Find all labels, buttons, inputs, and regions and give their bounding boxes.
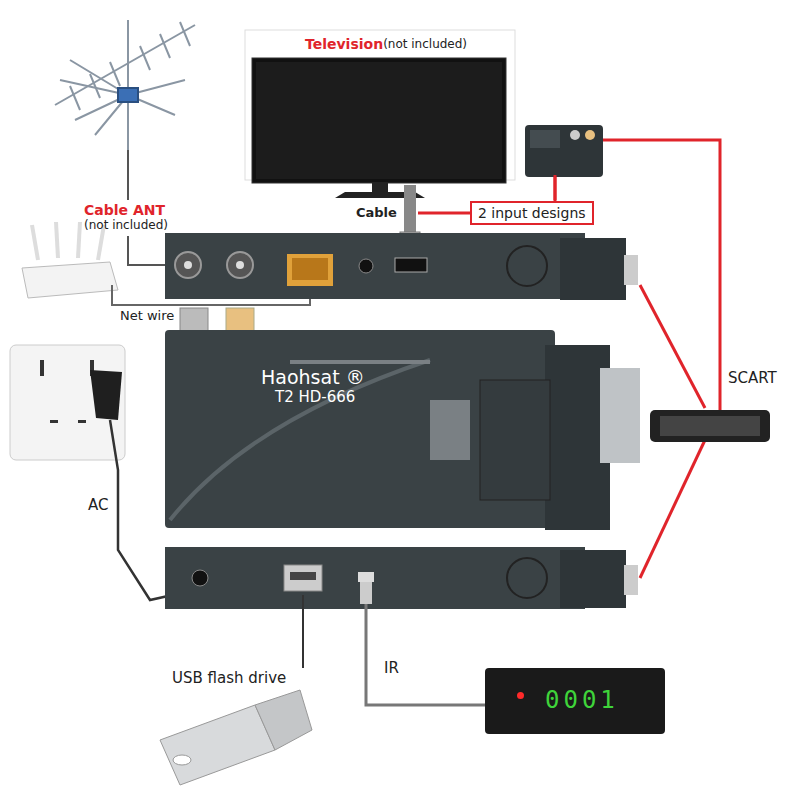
wall-socket [10, 345, 125, 460]
rear-panel-part [184, 261, 192, 269]
receiver-body-part-part [430, 400, 470, 460]
bottom-panel-part [560, 550, 626, 608]
rear-panel-part [560, 238, 626, 300]
router-part [32, 225, 38, 260]
bottom-panel-part [284, 565, 322, 591]
scart-adapter [525, 125, 603, 177]
bottom-panel [165, 547, 638, 609]
scart-adapter-part [585, 130, 595, 140]
rear-panel-part [175, 252, 201, 278]
rear-panel-part [359, 259, 373, 273]
led-dot [517, 692, 524, 699]
node-text: Haohsat ® [261, 366, 480, 388]
usb-drive-part [255, 690, 312, 750]
scart-adapter-part [570, 130, 580, 140]
bottom-panel-part [358, 572, 374, 582]
scart-label: SCART [728, 370, 777, 387]
rear-panel-part [292, 258, 328, 280]
receiver-body-part [600, 368, 640, 463]
bottom-panel-part [192, 570, 208, 586]
rear-panel-part [236, 261, 244, 269]
receiver-body-part [480, 380, 550, 500]
node-text: T2 HD-666 [275, 388, 480, 406]
ir-label: IR [384, 660, 399, 677]
wall-socket-part [78, 420, 86, 423]
usb-leader [302, 595, 304, 668]
antenna [55, 20, 195, 150]
rear-panel-part [165, 233, 585, 299]
ac-label: AC [88, 497, 108, 514]
antenna-label: Cable ANT [84, 202, 165, 218]
antenna-part [160, 34, 170, 58]
television-part [372, 183, 388, 193]
red-lines-part [640, 440, 705, 578]
rear-panel-part [287, 254, 333, 286]
note: (not included) [383, 38, 467, 52]
antenna-part [118, 88, 138, 102]
node-text: 2 input designs [478, 205, 586, 221]
antenna-part [110, 62, 120, 86]
usb-drive [160, 690, 312, 785]
antenna-part [127, 20, 129, 150]
router [22, 222, 118, 298]
input-box: 2 input designs [470, 201, 594, 225]
television [245, 30, 515, 198]
receiver-body [165, 308, 640, 530]
antenna-part [180, 22, 190, 46]
usb-label: USB flash drive [172, 670, 286, 687]
ir-cable-part [366, 604, 485, 705]
rear-panel-part [507, 246, 547, 286]
scart-connector-part [660, 416, 760, 436]
usb-drive-part [173, 755, 191, 765]
bottom-panel-part [507, 558, 547, 598]
rear-panel-part [227, 252, 253, 278]
bottom-panel-part [290, 572, 316, 580]
wall-socket-part [10, 345, 125, 460]
rear-panel-part [395, 258, 427, 272]
antenna-part [55, 25, 195, 105]
scart-adapter-part [530, 130, 560, 148]
router-part [22, 262, 118, 298]
rear-panel-part [624, 255, 638, 285]
television-part [252, 58, 506, 183]
antenna-part [70, 86, 80, 110]
tv-title: Television [305, 36, 383, 52]
bottom-panel-part [624, 565, 638, 595]
net-wire-label: Net wire [120, 309, 174, 324]
router-part [78, 222, 80, 258]
ir-cable-part [360, 582, 372, 604]
red-lines-part [640, 285, 705, 408]
receiver-body-part [165, 330, 555, 528]
hdmi-cable-part [404, 185, 416, 235]
red-lines-part [418, 212, 470, 215]
router-part [56, 222, 58, 258]
receiver-label-area: Haohsat ®T2 HD-666 [165, 330, 480, 528]
cable-label: Cable [356, 206, 397, 221]
ir-display: 0001 [485, 668, 665, 734]
antenna-part [60, 60, 185, 135]
scart-connector [650, 410, 770, 442]
wall-socket-part [40, 360, 44, 376]
rear-panel [165, 233, 638, 300]
scart-connector-part [650, 410, 770, 442]
bottom-panel-part [165, 547, 585, 609]
television-part [245, 30, 515, 180]
wall-socket-part [50, 420, 58, 423]
receiver-body-part-part [290, 360, 430, 364]
television-part [256, 62, 502, 179]
note: (not included) [84, 219, 168, 233]
antenna-part [140, 46, 150, 70]
scart-adapter-part [525, 125, 603, 177]
wall-socket-part [90, 370, 122, 420]
usb-drive-part [160, 705, 275, 785]
ir-cable [360, 582, 485, 705]
node-text: 0001 [545, 686, 665, 714]
